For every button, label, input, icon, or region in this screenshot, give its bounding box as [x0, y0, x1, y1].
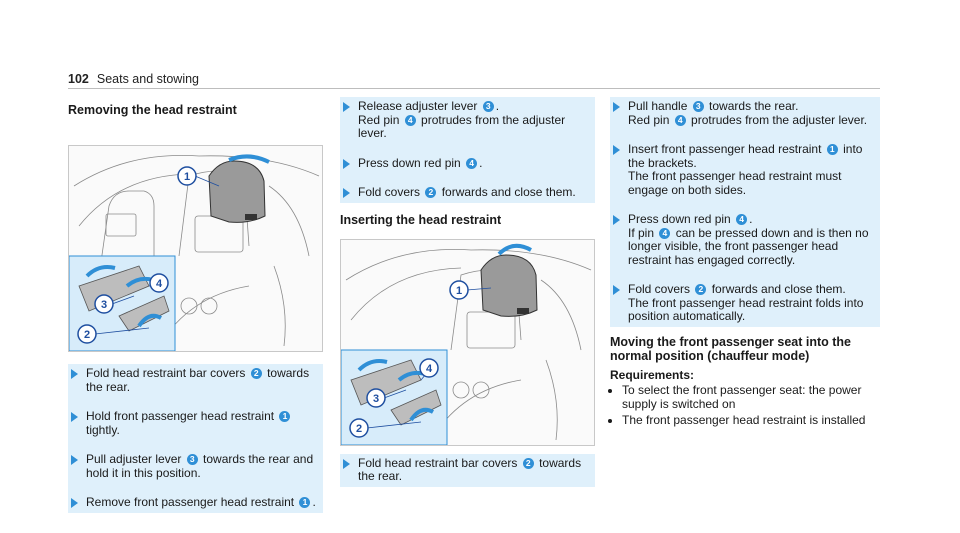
callout-number: 3 [186, 454, 198, 465]
callout-4: 4 [426, 363, 433, 375]
requirements-list: To select the front passenger seat: the … [610, 383, 880, 428]
step-press-down-red-pin: Press down red pin 4.If pin 4 can be pre… [610, 210, 880, 270]
step-arrow-icon [343, 188, 350, 198]
callout-number: 1 [279, 411, 291, 422]
step-fold-covers-rear: Fold head restraint bar covers 2 towards… [340, 453, 595, 487]
step-insert-head-restraint: Insert front passenger head restraint 1 … [610, 140, 880, 200]
callout-number: 3 [692, 101, 704, 112]
callout-number: 3 [482, 101, 494, 112]
callout-1: 1 [456, 285, 462, 297]
step-pull-handle: Pull handle 3 towards the rear.Red pin 4… [610, 97, 880, 130]
callout-number: 1 [826, 144, 838, 155]
step-fold-covers-close: Fold covers 2 forwards and close them.Th… [610, 280, 880, 327]
step-arrow-icon [613, 145, 620, 155]
heading-chauffeur-mode: Moving the front passenger seat into the… [610, 334, 851, 363]
step-fold-covers-forwards: Fold covers 2 forwards and close them. [340, 183, 595, 203]
step-arrow-icon [71, 455, 78, 465]
step-arrow-icon [343, 458, 350, 469]
callout-number: 4 [404, 114, 416, 126]
callout-number: 2 [425, 187, 437, 198]
callout-3: 3 [101, 299, 107, 311]
figure-removing-head-restraint: 1 2 3 4 [68, 145, 323, 352]
column-removing: Removing the head restraint [68, 97, 323, 513]
callout-1: 1 [184, 171, 190, 183]
step-arrow-icon [71, 412, 78, 422]
step-arrow-icon [71, 498, 78, 508]
requirement-item: The front passenger head restraint is in… [622, 413, 880, 428]
step-pull-adjuster-lever: Pull adjuster lever 3 towards the rear a… [68, 450, 323, 483]
requirement-item: To select the front passenger seat: the … [622, 383, 880, 411]
figure-inserting-head-restraint: 1 2 3 4 [340, 238, 595, 446]
callout-number: 2 [522, 457, 534, 469]
callout-number: 4 [674, 114, 686, 126]
step-remove-head-restraint: Remove front passenger head restraint 1. [68, 493, 323, 513]
step-arrow-icon [613, 215, 620, 225]
heading-inserting: Inserting the head restraint [340, 212, 502, 227]
callout-number: 1 [299, 497, 311, 508]
callout-2: 2 [84, 329, 90, 341]
callout-number: 4 [659, 227, 671, 239]
column-continued: Pull handle 3 towards the rear.Red pin 4… [610, 97, 880, 431]
step-arrow-icon [613, 285, 620, 295]
callout-number: 4 [736, 214, 748, 225]
section-title: Seats and stowing [96, 72, 200, 86]
step-hold-head-restraint: Hold front passenger head restraint 1 ti… [68, 407, 323, 440]
callout-3: 3 [373, 393, 379, 405]
callout-number: 2 [695, 284, 707, 295]
column-inserting: Release adjuster lever 3.Red pin 4 protr… [340, 97, 595, 487]
step-arrow-icon [71, 369, 78, 379]
step-press-red-pin: Press down red pin 4. [340, 153, 595, 173]
step-arrow-icon [343, 102, 350, 112]
step-arrow-icon [343, 158, 350, 169]
step-fold-covers: Fold head restraint bar covers 2 towards… [68, 364, 323, 397]
callout-2: 2 [356, 423, 362, 435]
requirements: Requirements: To select the front passen… [610, 367, 880, 428]
requirements-label: Requirements: [610, 367, 695, 382]
callout-number: 2 [250, 368, 262, 379]
callout-4: 4 [156, 278, 163, 290]
callout-number: 4 [466, 157, 478, 169]
page-header: 102 Seats and stowing [68, 72, 199, 86]
heading-removing: Removing the head restraint [68, 103, 237, 117]
step-release-adjuster-lever: Release adjuster lever 3.Red pin 4 protr… [340, 97, 595, 144]
page-number: 102 [68, 72, 89, 86]
header-divider [68, 88, 880, 89]
step-arrow-icon [613, 102, 620, 112]
